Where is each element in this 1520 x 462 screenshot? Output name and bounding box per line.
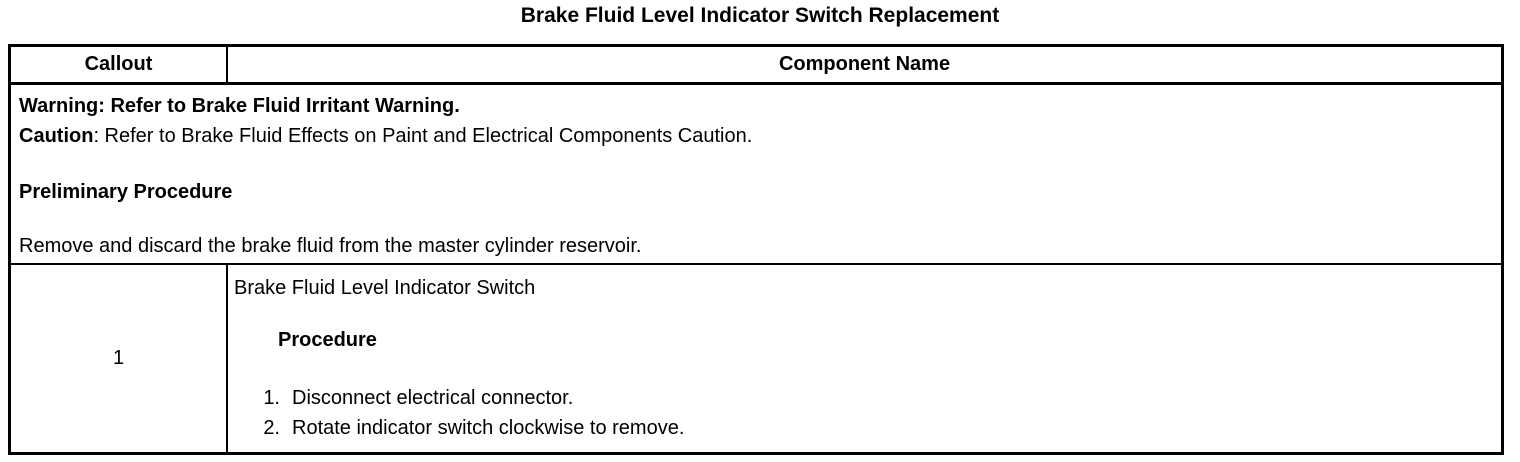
table-row: 1 Brake Fluid Level Indicator Switch Pro… — [11, 265, 1501, 452]
procedure-step: 1. Disconnect electrical connector. — [234, 383, 1493, 413]
caution-text: : Refer to Brake Fluid Effects on Paint … — [93, 125, 753, 147]
step-number: 2. — [263, 417, 280, 439]
table-header-row: Callout Component Name — [11, 47, 1501, 85]
procedure-step: 2. Rotate indicator switch clockwise to … — [234, 413, 1493, 443]
caution-label: Caution — [19, 125, 94, 147]
callout-number: 1 — [11, 265, 228, 452]
step-text: Disconnect electrical connector. — [292, 387, 574, 409]
column-header-component-name: Component Name — [778, 53, 951, 75]
notes-section: Warning: Refer to Brake Fluid Irritant W… — [11, 85, 1501, 265]
preliminary-procedure-text: Remove and discard the brake fluid from … — [19, 235, 642, 257]
warning-note: Warning: Refer to Brake Fluid Irritant W… — [19, 95, 460, 117]
component-name: Brake Fluid Level Indicator Switch — [234, 277, 536, 299]
component-cell: Brake Fluid Level Indicator Switch Proce… — [228, 265, 1501, 452]
step-text: Rotate indicator switch clockwise to rem… — [292, 417, 685, 439]
procedure-steps: 1. Disconnect electrical connector. 2. R… — [234, 383, 1493, 443]
procedure-heading: Procedure — [278, 329, 377, 351]
caution-note: Caution: Refer to Brake Fluid Effects on… — [19, 121, 1493, 151]
page-title: Brake Fluid Level Indicator Switch Repla… — [520, 4, 1000, 27]
step-number: 1. — [263, 387, 280, 409]
component-table: Callout Component Name Warning: Refer to… — [8, 44, 1504, 455]
preliminary-procedure-heading: Preliminary Procedure — [19, 181, 233, 203]
column-header-callout: Callout — [11, 47, 228, 82]
